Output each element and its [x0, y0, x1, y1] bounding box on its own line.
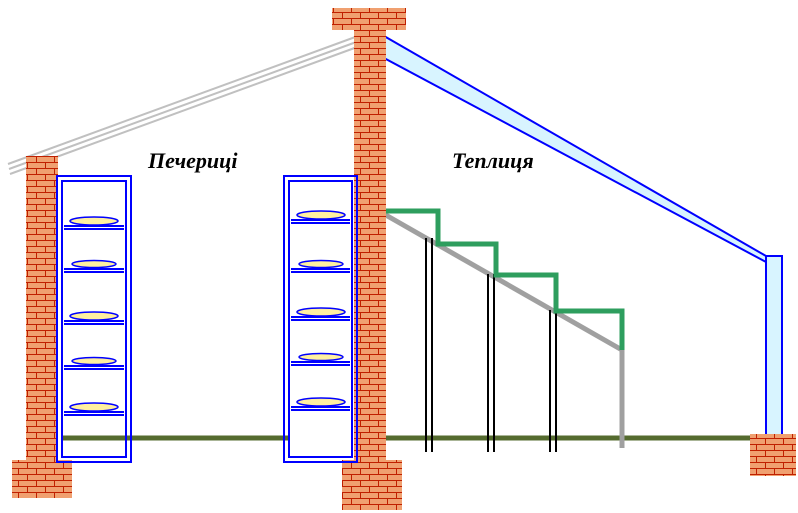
- greenhouse-label: Теплиця: [452, 148, 534, 173]
- tray: [64, 216, 124, 230]
- greenhouse-slope: [382, 211, 625, 448]
- tray: [64, 311, 124, 325]
- tray: [64, 259, 124, 273]
- left-brick-column: [12, 156, 72, 498]
- tray: [64, 356, 124, 370]
- mushroom-rack-right: [283, 175, 358, 463]
- greenhouse-steps: [384, 208, 625, 350]
- left-roof: [7, 35, 361, 175]
- right-brick-base: [750, 434, 796, 476]
- central-brick-column: [332, 8, 406, 510]
- mushroom-rack-left: [56, 175, 132, 463]
- tray: [291, 307, 350, 321]
- tray: [291, 259, 350, 273]
- tray: [64, 402, 124, 416]
- support-posts: [425, 238, 557, 452]
- tray: [291, 397, 350, 411]
- tray: [291, 352, 350, 366]
- greenhouse-roof: [383, 34, 783, 437]
- mushrooms-label: Печериці: [148, 148, 238, 173]
- tray: [291, 210, 350, 224]
